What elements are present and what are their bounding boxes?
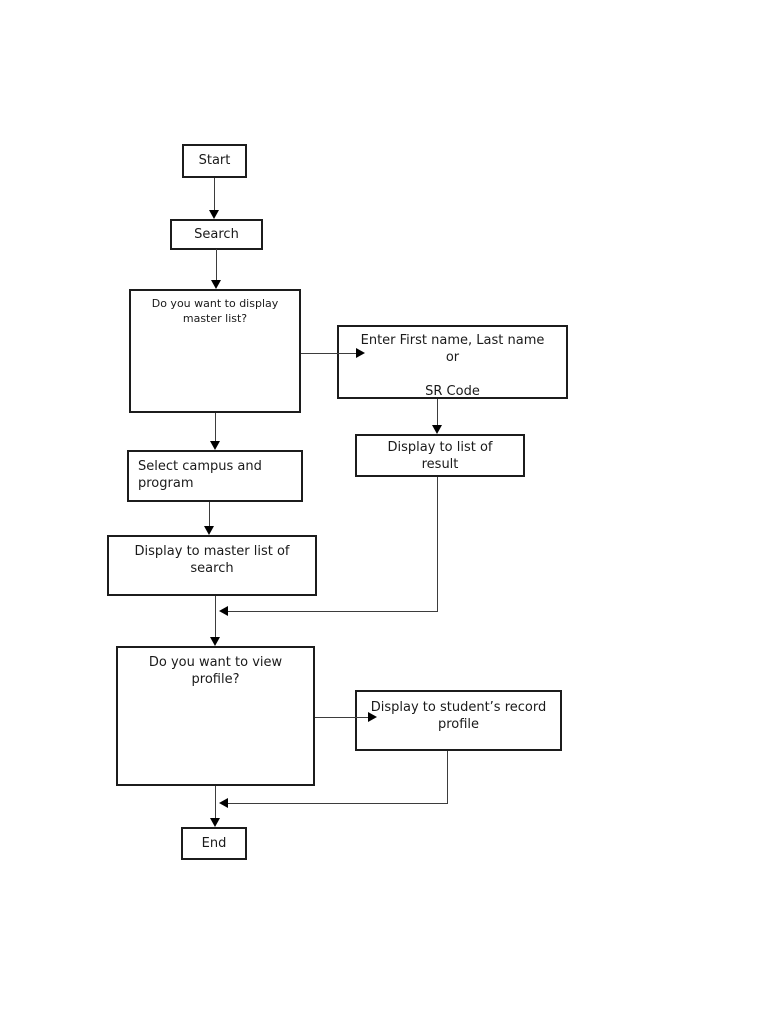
connector-enter-name-to-display-result [437, 399, 438, 425]
node-label: Enter First name, Last name or SR Code [360, 333, 545, 400]
connector-display-result-down [437, 477, 438, 611]
arrowhead-left [219, 798, 228, 808]
flowchart-node-view-profile-decision: Do you want to view profile? [116, 646, 315, 786]
arrowhead-down [204, 526, 214, 535]
connector-display-result-merge [228, 611, 438, 612]
connector-search-to-master-decision [216, 249, 217, 280]
flowchart-node-master-list-decision: Do you want to display master list? [129, 289, 301, 413]
node-label: Select campus and program [138, 459, 262, 492]
flowchart-node-display-master-search: Display to master list of search [107, 535, 317, 596]
connector-master-decision-to-enter-name [301, 353, 356, 354]
connector-display-master-to-view-decision [215, 596, 216, 637]
connector-select-campus-to-display-master [209, 502, 210, 526]
node-label: Do you want to display master list? [151, 297, 279, 325]
flowchart-node-select-campus: Select campus and program [127, 450, 303, 502]
node-label: Display to master list of search [134, 544, 290, 577]
node-label: Do you want to view profile? [148, 655, 283, 688]
arrowhead-right [356, 348, 365, 358]
connector-student-record-down [447, 751, 448, 803]
arrowhead-down [210, 637, 220, 646]
connector-view-decision-to-end [215, 786, 216, 818]
flowchart-node-end: End [181, 827, 247, 860]
connector-student-record-merge [228, 803, 448, 804]
node-label: Start [198, 153, 231, 169]
node-label: Display to student’s record profile [370, 700, 547, 733]
node-label: End [201, 835, 227, 851]
arrowhead-down [209, 210, 219, 219]
flowchart-node-student-record: Display to student’s record profile [355, 690, 562, 751]
arrowhead-left [219, 606, 228, 616]
flowchart-node-enter-name: Enter First name, Last name or SR Code [337, 325, 568, 399]
flowchart-node-start: Start [182, 144, 247, 178]
node-label: Search [194, 226, 239, 242]
arrowhead-down [210, 441, 220, 450]
flowchart-node-display-list-result: Display to list of result [355, 434, 525, 477]
flowchart-node-search: Search [170, 219, 263, 250]
arrowhead-right [368, 712, 377, 722]
arrowhead-down [210, 818, 220, 827]
connector-view-decision-to-student-record [315, 717, 368, 718]
node-label: Display to list of result [387, 440, 493, 473]
arrowhead-down [432, 425, 442, 434]
connector-start-to-search [214, 178, 215, 210]
arrowhead-down [211, 280, 221, 289]
connector-master-decision-to-select-campus [215, 413, 216, 441]
